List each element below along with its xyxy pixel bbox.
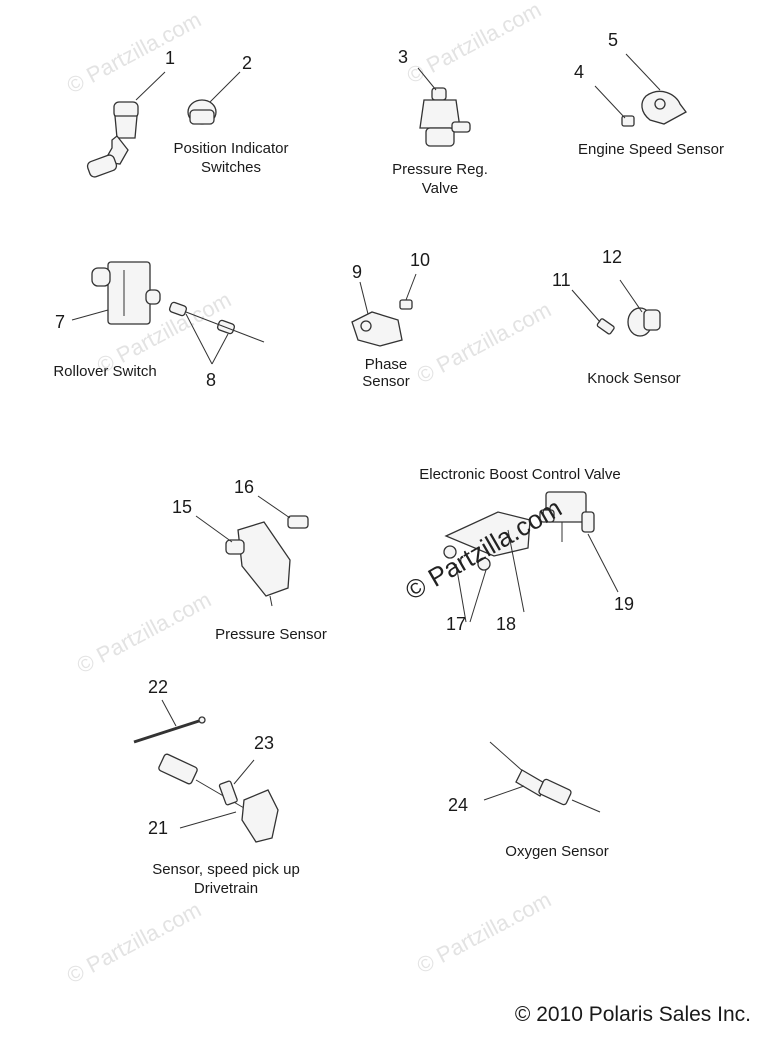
label-phase: Phase Sensor [362, 356, 410, 390]
label-knock: Knock Sensor [587, 370, 681, 387]
part-3-drawing [417, 67, 471, 147]
callout-2: 2 [242, 53, 253, 73]
part-4-5-drawing [594, 53, 687, 127]
callout-18: 18 [496, 614, 517, 634]
callout-1: 1 [165, 48, 176, 68]
callout-10: 10 [410, 250, 431, 270]
callout-11: 11 [552, 270, 571, 290]
label-position-indicator: Position Indicator Switches [173, 140, 289, 176]
callout-3: 3 [398, 47, 409, 67]
part-1-drawing [86, 71, 166, 178]
callout-24: 24 [448, 795, 469, 815]
part-15-16-drawing [195, 495, 309, 607]
callout-15: 15 [172, 497, 193, 517]
callout-5: 5 [608, 30, 619, 50]
callout-9: 9 [352, 262, 363, 282]
callout-12: 12 [602, 247, 623, 267]
callout-21: 21 [148, 818, 169, 838]
part-2-drawing [187, 71, 241, 125]
copyright: © 2010 Polaris Sales Inc. [514, 1003, 751, 1026]
label-rollover: Rollover Switch [53, 363, 157, 380]
label-engine-speed: Engine Speed Sensor [578, 141, 724, 158]
callout-19: 19 [614, 594, 635, 614]
callout-4: 4 [574, 62, 585, 82]
label-boost: Electronic Boost Control Valve [419, 466, 621, 483]
part-22-drawing [133, 699, 206, 744]
callout-8: 8 [206, 370, 217, 390]
callout-7: 7 [55, 312, 66, 332]
label-speed-pickup: Sensor, speed pick up Drivetrain [152, 861, 300, 897]
part-17-18-19-drawing [443, 491, 619, 623]
part-9-10-drawing [351, 273, 417, 347]
callout-16: 16 [234, 477, 255, 497]
label-oxygen: Oxygen Sensor [505, 843, 609, 860]
callout-22: 22 [148, 677, 169, 697]
part-11-12-drawing [571, 279, 661, 337]
label-pressure-sensor: Pressure Sensor [215, 626, 327, 643]
callout-17: 17 [446, 614, 467, 634]
part-7-drawing [71, 261, 161, 325]
callout-23: 23 [254, 733, 275, 753]
part-21-23-drawing [158, 753, 279, 843]
part-24-drawing [483, 741, 601, 813]
label-pressure-reg: Pressure Reg. Valve [392, 161, 488, 197]
part-8-drawing [168, 301, 265, 365]
